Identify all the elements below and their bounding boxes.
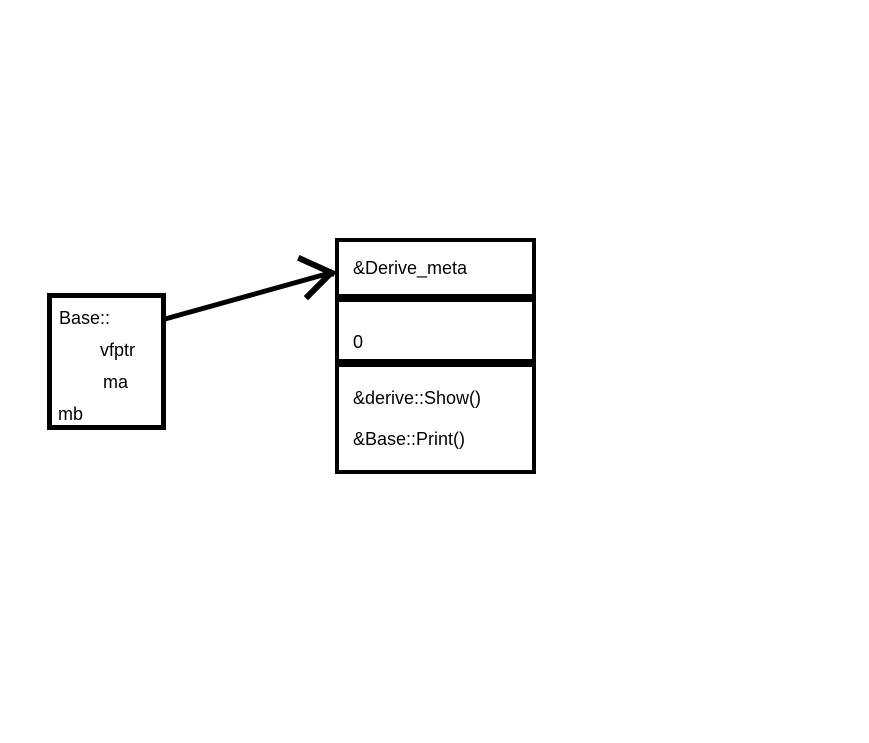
vtable-cell-derive-meta: &Derive_meta	[335, 238, 536, 298]
vtable-cell-zero: 0	[335, 298, 536, 363]
vtable-box: &Derive_meta 0 &derive::Show() &Base::Pr…	[335, 238, 536, 474]
derive-meta-label: &Derive_meta	[353, 257, 468, 278]
show-function-pointer: &derive::Show()	[353, 388, 482, 408]
base-object-box: Base:: vfptr ma mb	[47, 293, 166, 430]
vtable-cell-function-pointers: &derive::Show() &Base::Print()	[335, 363, 536, 474]
ma-field: ma	[103, 372, 129, 392]
vfptr-field: vfptr	[100, 340, 136, 360]
mb-field: mb	[58, 404, 84, 424]
print-function-pointer: &Base::Print()	[353, 429, 466, 449]
base-class-label: Base::	[59, 308, 111, 328]
zero-label: 0	[353, 332, 364, 352]
